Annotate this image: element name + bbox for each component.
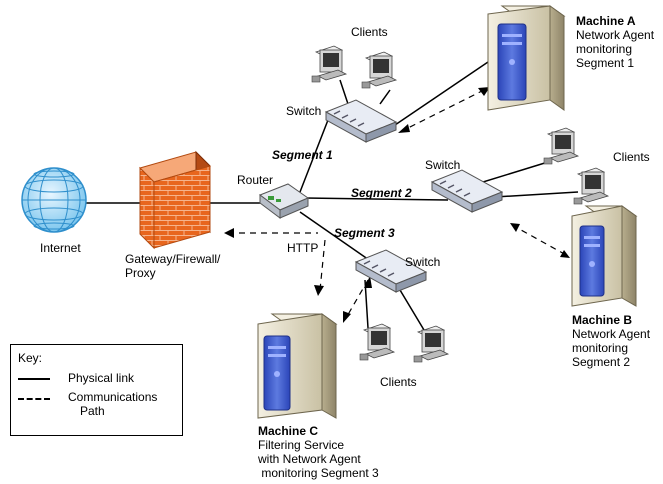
machine-c-line2: with Network Agent — [258, 452, 361, 466]
machine-b-title: Machine B — [572, 313, 633, 327]
server-icon-machine-b — [571, 205, 638, 307]
clients-right-label: Clients — [613, 150, 650, 164]
clients-bottom-label: Clients — [380, 375, 417, 389]
path-http-down — [319, 239, 326, 291]
globe-icon — [21, 167, 87, 233]
gateway-label-line1: Gateway/Firewall/ — [125, 252, 221, 266]
client-computer-icon — [311, 45, 348, 83]
machine-a-caption: Machine A Network Agent monitoring Segme… — [576, 14, 654, 70]
gateway-label-line2: Proxy — [125, 266, 156, 280]
legend-key: Key: Physical link Communications Path — [10, 344, 183, 436]
link-switch-top-client-2 — [379, 89, 391, 105]
link-router-switch-bottom — [299, 211, 373, 263]
client-computer-icon — [413, 325, 450, 363]
segment-2-label: Segment 2 — [351, 186, 412, 200]
machine-c-line1: Filtering Service — [258, 438, 345, 452]
machine-c-line3: monitoring Segment 3 — [258, 466, 379, 480]
link-router-switch-top — [299, 119, 329, 193]
segment-3-label: Segment 3 — [334, 226, 395, 240]
machine-c-caption: Machine C Filtering Service with Network… — [258, 424, 379, 480]
path-switch-bottom-machine-c — [345, 279, 369, 319]
key-solid-line — [18, 378, 50, 380]
machine-a-line3: Segment 1 — [576, 56, 635, 70]
switch-bottom-label: Switch — [405, 255, 441, 269]
machine-b-caption: Machine B Network Agent monitoring Segme… — [572, 313, 650, 369]
segment-1-label: Segment 1 — [272, 148, 333, 162]
client-computer-icon — [543, 127, 580, 165]
machine-a-title: Machine A — [576, 14, 636, 28]
path-switch-mid-machine-b — [511, 224, 569, 257]
client-computer-icon — [361, 51, 398, 89]
switch-icon-mid — [430, 169, 504, 213]
machine-b-line1: Network Agent — [572, 327, 651, 341]
client-computers — [311, 45, 610, 363]
router-icon — [258, 183, 310, 219]
link-switch-bottom-client-2 — [399, 289, 425, 331]
internet-label: Internet — [40, 241, 81, 255]
switch-icon-bottom — [354, 249, 428, 293]
http-label: HTTP — [287, 241, 319, 255]
key-comm-label-line2: Path — [80, 404, 105, 418]
link-switch-top-machine-a — [394, 61, 489, 126]
machine-b-line2: monitoring — [572, 341, 629, 355]
key-dashed-line — [18, 398, 50, 400]
link-router-switch-mid — [304, 197, 449, 201]
client-computer-icon — [573, 167, 610, 205]
server-icon-machine-c — [257, 313, 338, 419]
arrowheads — [224, 87, 570, 323]
switch-top-label: Switch — [286, 104, 322, 118]
switch-icon-top — [324, 99, 398, 143]
machine-a-line2: monitoring — [576, 42, 633, 56]
key-title: Key: — [18, 351, 43, 365]
firewall-icon — [139, 150, 211, 250]
server-icon-machine-a — [487, 5, 566, 111]
communication-paths — [228, 87, 569, 319]
machine-b-line3: Segment 2 — [572, 355, 631, 369]
client-computer-icon — [359, 323, 396, 361]
key-physical-label: Physical link — [68, 371, 135, 385]
link-switch-top-client-1 — [339, 79, 349, 105]
switch-mid-label: Switch — [425, 158, 461, 172]
router-label: Router — [237, 173, 274, 187]
machine-c-title: Machine C — [258, 424, 319, 438]
path-switch-top-machine-a — [399, 87, 489, 133]
key-comm-label-line1: Communications — [68, 390, 158, 404]
clients-top-label: Clients — [351, 25, 388, 39]
machine-a-line1: Network Agent — [576, 28, 655, 42]
